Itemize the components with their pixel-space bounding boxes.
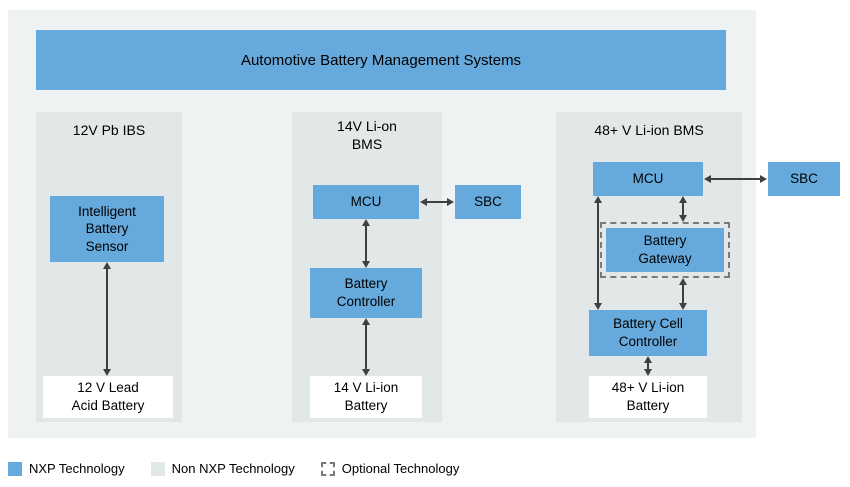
legend-item-optional: Optional Technology [320,461,460,476]
nxp-technology-swatch-icon [8,461,22,476]
non-nxp-technology-swatch-icon [150,461,165,476]
legend-label-nxp: NXP Technology [29,461,125,476]
box-battery-controller: Battery Controller [310,268,422,318]
diagram-title: Automotive Battery Management Systems [240,51,522,69]
box-14v-liion-battery: 14 V Li-ion Battery [310,376,422,418]
box-48v-liion-battery: 48+ V Li-ion Battery [589,376,707,418]
diagram-title-banner: Automotive Battery Management Systems [36,30,726,90]
legend: NXP Technology Non NXP Technology Option… [8,461,459,476]
arrow-cell-controller-to-48v-battery [647,363,649,369]
legend-label-optional: Optional Technology [341,461,460,476]
panel-title-48v-bms: 48+ V Li-ion BMS [594,122,704,138]
optional-battery-gateway-outline [600,222,730,278]
optional-technology-swatch-icon [320,461,335,476]
box-battery-cell-controller: Battery Cell Controller [589,310,707,356]
panel-title-12v-pb-ibs: 12V Pb IBS [72,122,146,138]
box-sbc-48v: SBC [768,162,840,196]
legend-item-non-nxp: Non NXP Technology [150,461,295,476]
arrow-gateway-to-cell-controller [682,285,684,303]
arrow-mcu-to-battery-controller [365,226,367,261]
arrow-mcu-bypass-to-cell-controller [597,203,599,303]
box-battery-gateway: Battery Gateway [606,228,724,272]
arrow-mcu-to-sbc-48v [711,178,760,180]
box-intelligent-battery-sensor: Intelligent Battery Sensor [50,196,164,262]
box-sbc-14v: SBC [455,185,521,219]
arrow-mcu-to-sbc-14v [427,201,447,203]
panel-title-14v-bms: 14V Li-on BMS [337,118,397,152]
legend-item-nxp: NXP Technology [8,461,125,476]
box-12v-lead-acid-battery: 12 V Lead Acid Battery [43,376,173,418]
box-mcu-14v: MCU [313,185,419,219]
arrow-controller-to-14v-battery [365,325,367,369]
arrow-sensor-to-lead-acid-battery [106,269,108,369]
arrow-mcu-to-battery-gateway [682,203,684,215]
box-mcu-48v: MCU [593,162,703,196]
legend-label-non-nxp: Non NXP Technology [171,461,295,476]
